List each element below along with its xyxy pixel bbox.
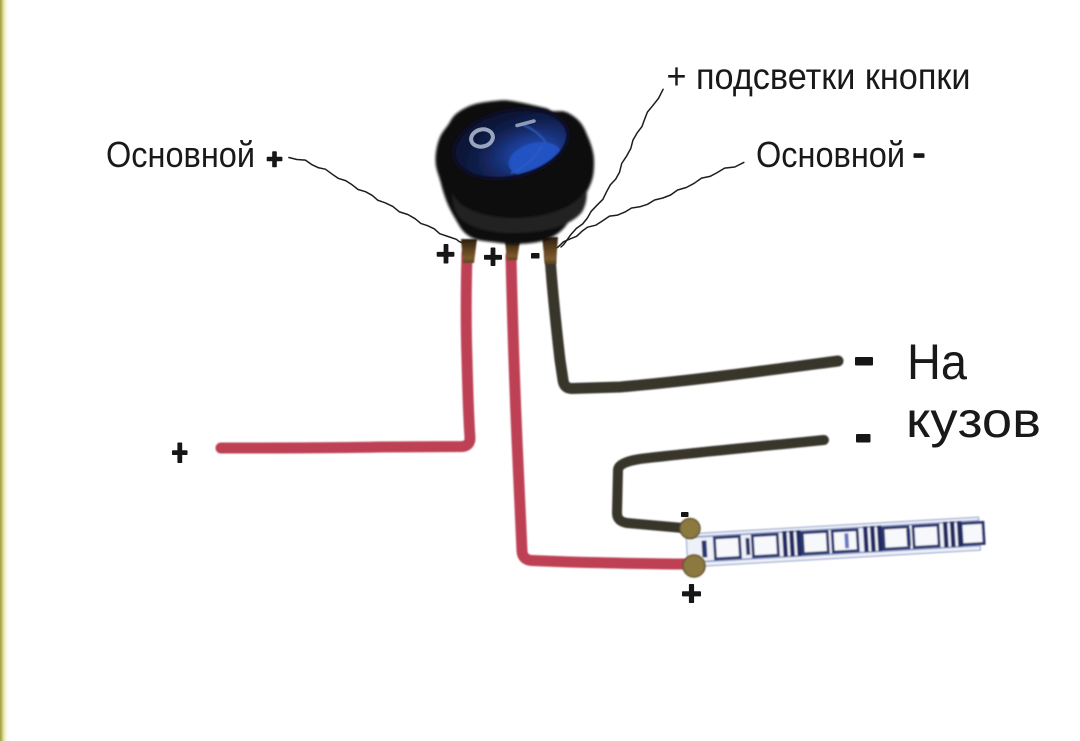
svg-text:Основной: Основной	[756, 134, 905, 175]
svg-text:На: На	[907, 334, 967, 390]
svg-text:кузов: кузов	[906, 392, 1041, 448]
svg-text:+ подсветки кнопки: + подсветки кнопки	[667, 56, 971, 97]
svg-text:Основной: Основной	[106, 134, 255, 175]
